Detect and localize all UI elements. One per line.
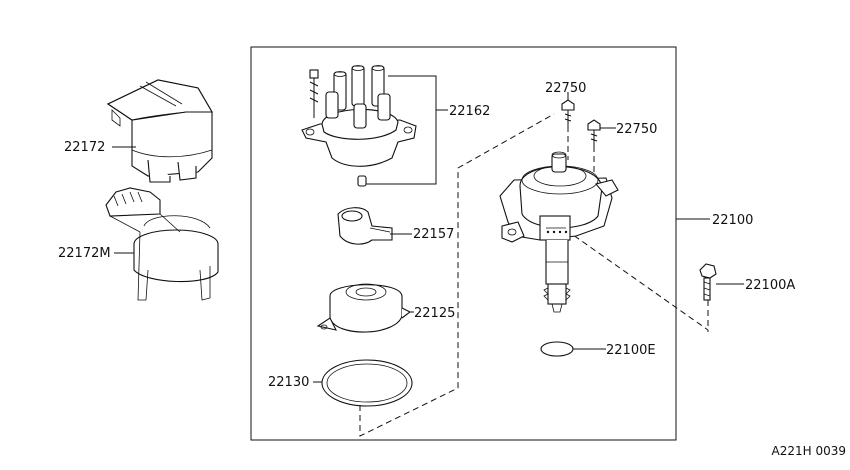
label-22172: 22172	[64, 140, 105, 155]
assembly-frame	[250, 46, 677, 441]
screw-22750-upper-drawing	[561, 99, 575, 126]
alignment-line-right	[565, 229, 709, 331]
label-22157: 22157	[413, 227, 454, 242]
label-22100e: 22100E	[606, 343, 656, 358]
label-22130: 22130	[268, 375, 309, 390]
cover-22172-drawing	[106, 79, 213, 183]
screw-22750-side-drawing	[587, 119, 601, 146]
sealed-cover-22125-drawing	[316, 283, 412, 333]
label-22750-side: 22750	[616, 122, 657, 137]
cover-bracket-22172m-drawing	[105, 187, 219, 301]
distributor-assembly-22100-drawing	[499, 151, 619, 313]
gasket-22100e-drawing	[540, 341, 574, 357]
label-22162: 22162	[449, 104, 490, 119]
o-ring-22130-drawing	[321, 359, 413, 407]
bolt-22100a-drawing	[699, 263, 717, 301]
drawing-code: A221H 0039	[772, 444, 847, 458]
distributor-cap-22162-drawing	[301, 65, 417, 187]
label-22100: 22100	[712, 213, 753, 228]
label-22750-upper: 22750	[545, 81, 586, 96]
label-22100a: 22100A	[745, 278, 795, 293]
label-22172m: 22172M	[58, 246, 111, 261]
alignment-line-left	[359, 113, 555, 437]
rotor-head-22157-drawing	[337, 207, 393, 245]
label-22125: 22125	[414, 306, 455, 321]
